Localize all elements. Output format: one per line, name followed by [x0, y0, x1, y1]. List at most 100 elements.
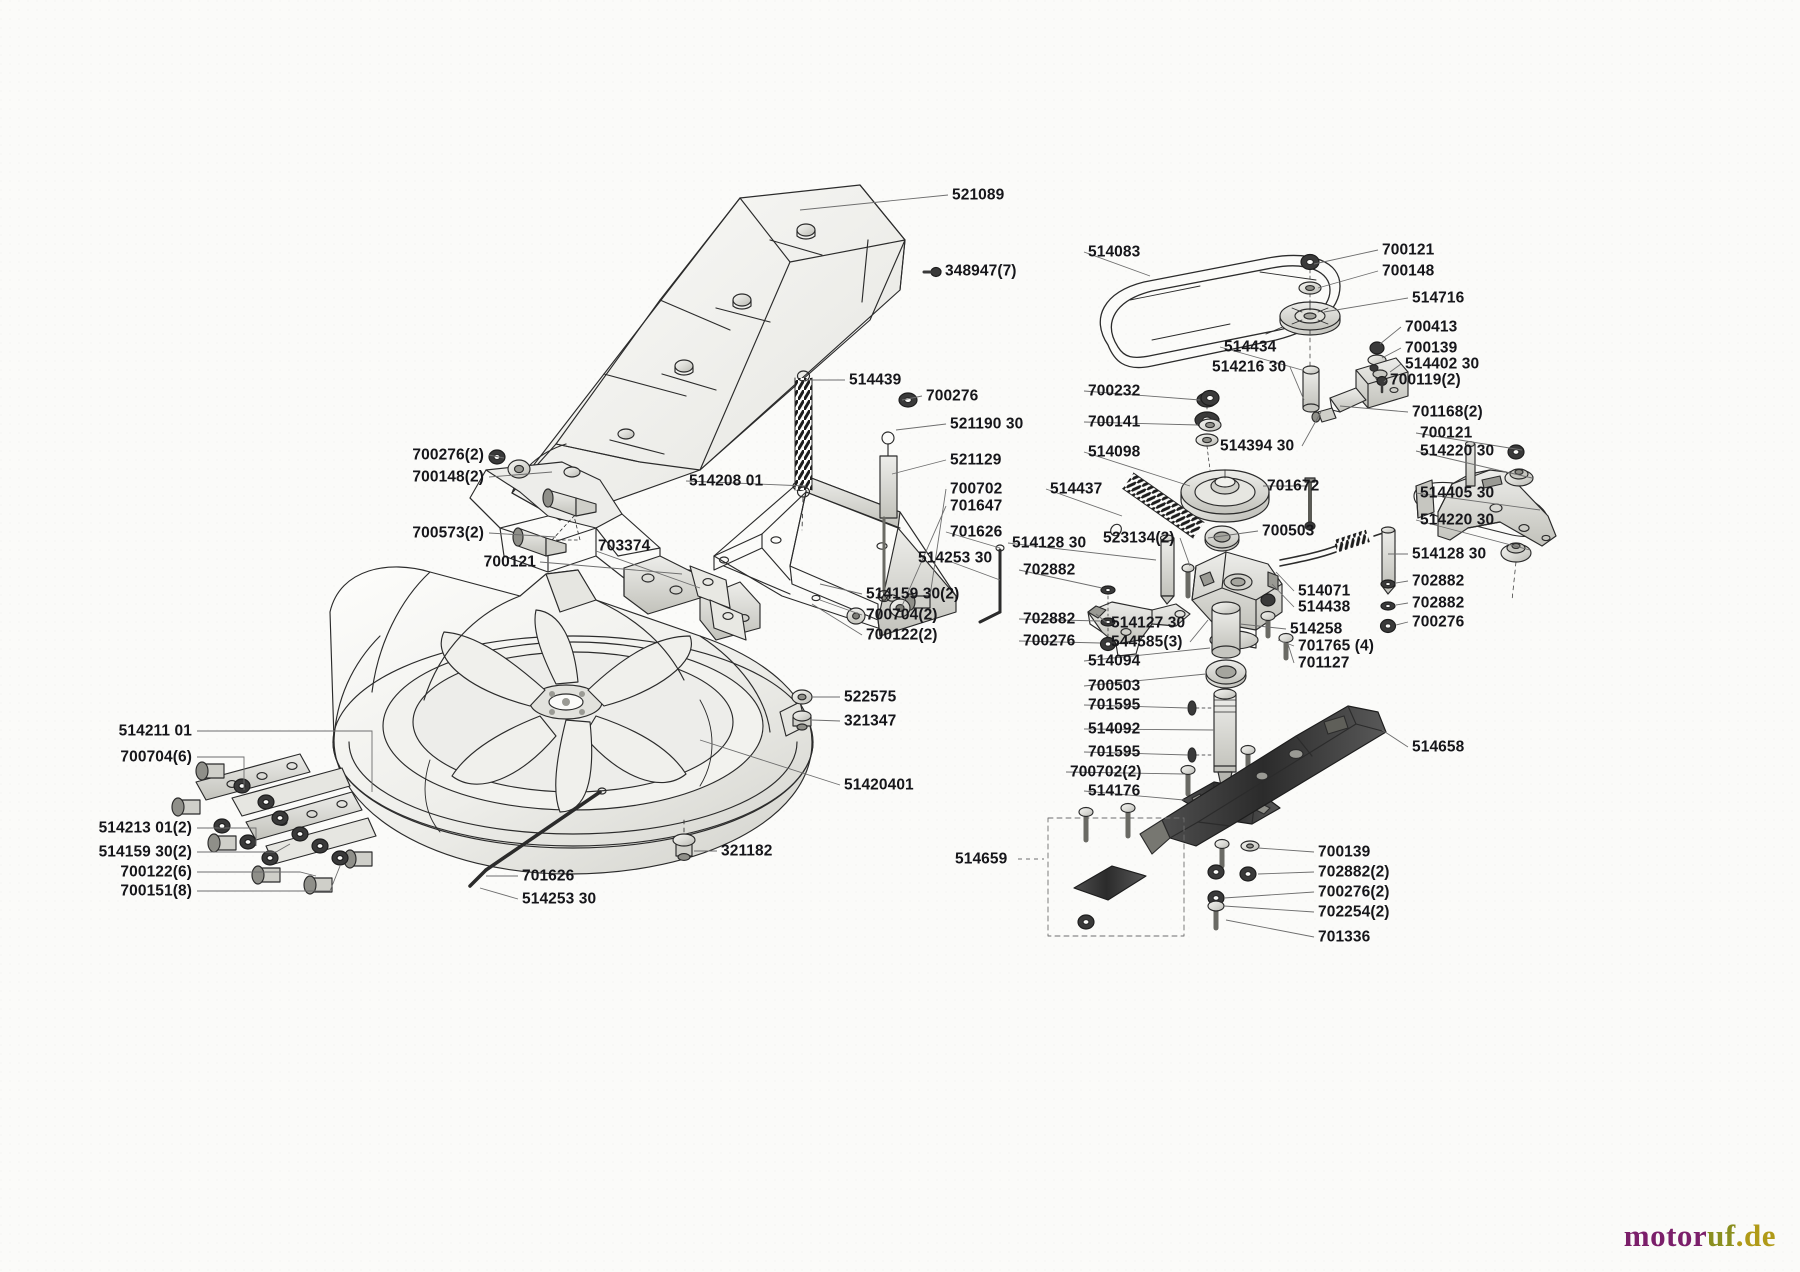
part-number-label: 51420401: [844, 776, 914, 794]
part-number-label: 514394 30: [1220, 437, 1295, 455]
part-number-label: 521089: [952, 186, 1005, 204]
arm-514405-30: [1413, 441, 1557, 601]
pulley-514098: [1180, 469, 1270, 523]
part-number-label: 514094: [1088, 652, 1141, 670]
washers-right-stack: [1379, 579, 1397, 634]
bearing-700503-lower: [1205, 659, 1247, 689]
part-number-label: 700141: [1088, 413, 1141, 431]
hardware-column-bottom-right: [1207, 838, 1260, 931]
part-number-label: 703374: [598, 537, 651, 555]
chute-hinge-hardware: [563, 223, 816, 478]
spring-514437: [1110, 472, 1205, 539]
part-number-label: 701672: [1267, 477, 1320, 495]
part-number-label: 700702(2): [1070, 763, 1142, 781]
part-number-label: 514216 30: [1212, 358, 1287, 376]
part-number-label: 514159 30(2): [98, 843, 192, 861]
part-number-label: 701626: [950, 523, 1003, 541]
part-number-label: 700148: [1382, 262, 1435, 280]
bolt-321182: [672, 819, 696, 861]
part-number-label: 700232: [1088, 382, 1141, 400]
bolt-700119: [1376, 375, 1388, 394]
part-number-label: 700276: [1412, 613, 1465, 631]
part-number-label: 514127 30: [1111, 614, 1186, 632]
part-number-label: 701765 (4): [1298, 637, 1374, 655]
part-number-label: 700573(2): [412, 524, 484, 542]
part-number-label: 514128 30: [1412, 545, 1487, 563]
part-number-label: 700122(6): [120, 863, 192, 881]
spacer-514434-514216: [1302, 365, 1320, 413]
part-number-label: 702882: [1412, 572, 1465, 590]
part-number-label: 701595: [1088, 743, 1141, 761]
part-number-label: 701647: [950, 497, 1003, 515]
part-number-label: 700276: [926, 387, 979, 405]
part-number-label: 700276(2): [412, 446, 484, 464]
sleeve-514258: [1211, 601, 1241, 659]
part-number-label: 523134(2): [1103, 529, 1175, 547]
part-number-label: 700139: [1405, 339, 1458, 357]
pin-514128-30-center: [1100, 534, 1175, 605]
part-number-label: 514208 01: [689, 472, 764, 490]
watermark-part2: uf: [1707, 1218, 1736, 1253]
part-number-label: 700276(2): [1318, 883, 1390, 901]
part-number-label: 514439: [849, 371, 902, 389]
part-number-label: 521129: [950, 451, 1002, 469]
part-number-label: 702254(2): [1318, 903, 1390, 921]
parts-522575-321347: [791, 689, 813, 731]
part-number-label: 700151(8): [120, 882, 192, 900]
nut-700232-washer-700141: [1198, 389, 1222, 432]
part-number-label: 701626: [522, 867, 575, 885]
hardware-700702-701647: [846, 593, 931, 625]
part-number-label: 701127: [1298, 654, 1350, 672]
part-number-label: 514659: [955, 850, 1008, 868]
part-number-label: 522575: [844, 688, 897, 706]
part-number-label: 700704(6): [120, 748, 192, 766]
washers-lower-702882-700276: [1099, 595, 1117, 652]
rod-514253-30-left: [468, 787, 607, 888]
part-number-label: 514402 30: [1405, 355, 1480, 373]
blade-514658: [1139, 705, 1387, 855]
part-number-label: 514159 30(2): [866, 585, 960, 603]
part-number-label: 514213 01(2): [98, 819, 192, 837]
part-number-label: 700119(2): [1390, 371, 1461, 389]
part-number-label: 514253 30: [918, 549, 993, 567]
part-number-label: 348947(7): [945, 262, 1017, 280]
part-number-label: 700121: [1420, 424, 1473, 442]
part-number-label: 514405 30: [1420, 484, 1495, 502]
part-number-label: 700122(2): [866, 626, 938, 644]
part-number-label: 514258: [1290, 620, 1343, 638]
part-number-label: 700148(2): [412, 468, 484, 486]
part-number-label: 700413: [1405, 318, 1458, 336]
belt-514083: [1099, 254, 1341, 369]
part-number-label: 700276: [1023, 632, 1076, 650]
deck-51420401: [329, 565, 814, 875]
part-number-label: 514092: [1088, 720, 1141, 738]
part-number-label: 514176: [1088, 782, 1141, 800]
part-number-label: 514220 30: [1420, 442, 1495, 460]
part-number-label: 701336: [1318, 928, 1371, 946]
part-number-label: 514716: [1412, 289, 1465, 307]
part-number-label: 514658: [1412, 738, 1465, 756]
washer-700276-upper: [898, 392, 918, 408]
part-number-label: 700121: [483, 553, 536, 571]
part-number-label: 514098: [1088, 443, 1141, 461]
part-number-label: 702882(2): [1318, 863, 1390, 881]
part-number-label: 702882: [1023, 610, 1076, 628]
part-number-label: 701168(2): [1412, 403, 1483, 421]
part-number-label: 700503: [1088, 677, 1141, 695]
part-number-label: 514438: [1298, 598, 1351, 616]
idler-pulley-514716: [1279, 253, 1341, 395]
part-number-label: 702882: [1412, 594, 1465, 612]
part-number-label: 514128 30: [1012, 534, 1087, 552]
screw-701672: [1304, 477, 1316, 531]
part-number-label: 702882: [1023, 561, 1076, 579]
lever-514127-30: [1087, 601, 1191, 657]
part-number-label: 700139: [1318, 843, 1371, 861]
part-number-label: 514253 30: [522, 890, 597, 908]
part-number-label: 701595: [1088, 696, 1141, 714]
part-number-label: 514437: [1050, 480, 1103, 498]
bolts-700702-2: [1180, 744, 1256, 797]
spring-514439: [794, 370, 813, 531]
chute-521089: [469, 184, 906, 579]
part-number-label: 514211 01: [118, 722, 192, 740]
